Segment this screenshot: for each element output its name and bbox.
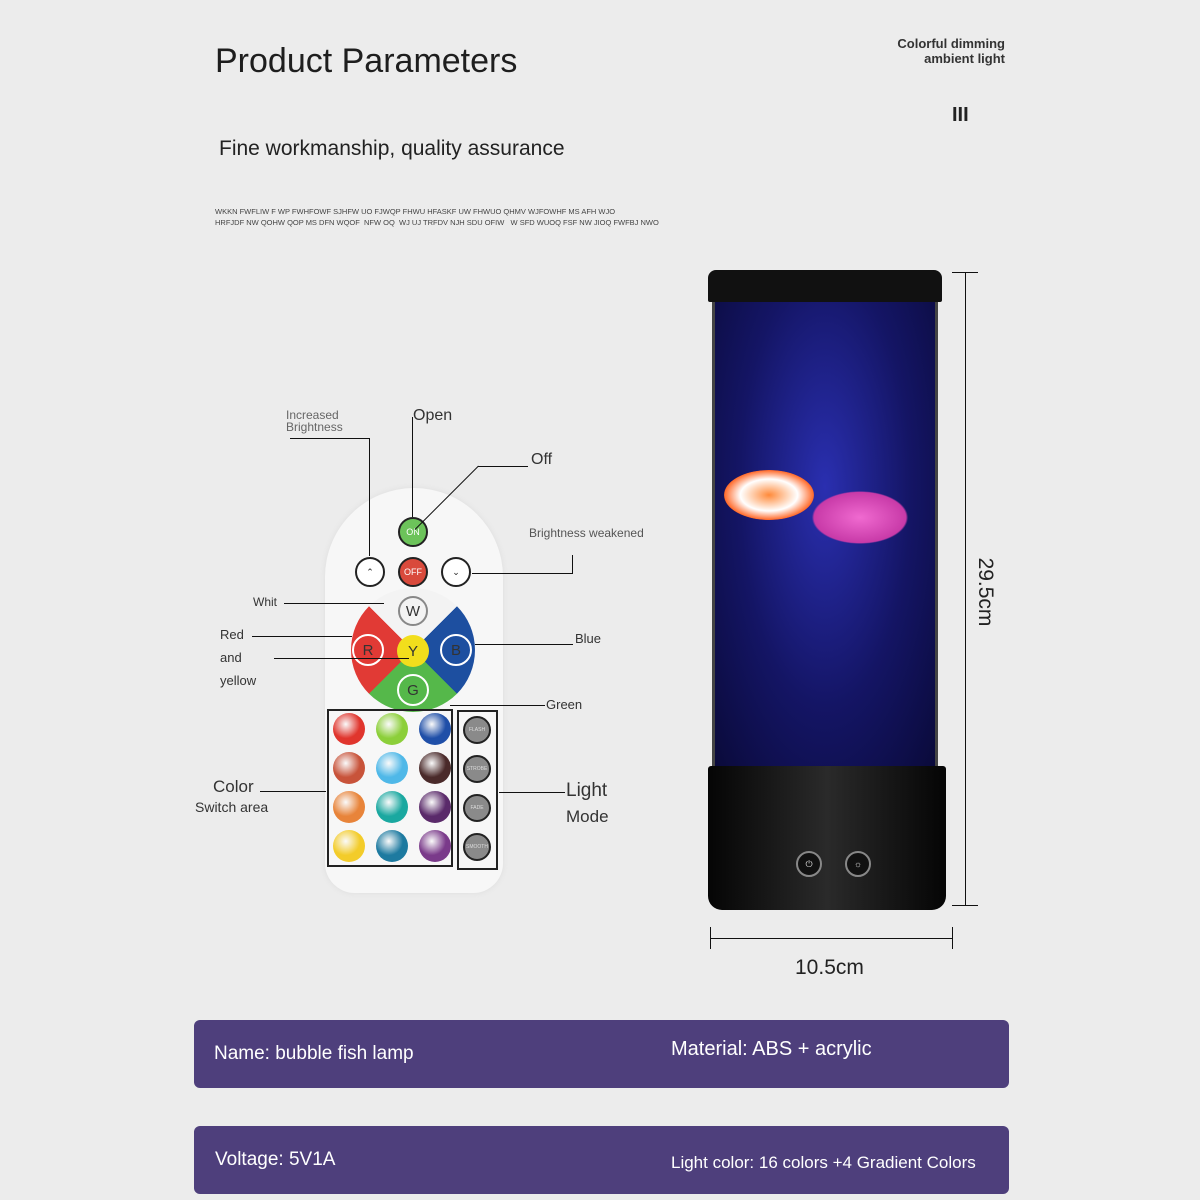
filler-text: WKKN FWFLIW F WP FWHFOWF SJHFW UO FJWQP … bbox=[215, 207, 659, 227]
tag-mark: III bbox=[952, 104, 969, 126]
color-swatch-button[interactable] bbox=[419, 752, 451, 784]
width-dimension-line bbox=[710, 938, 952, 939]
green-button[interactable]: G bbox=[397, 674, 429, 706]
color-swatch-button[interactable] bbox=[376, 791, 408, 823]
callout-line bbox=[499, 792, 565, 793]
dimension-tick bbox=[710, 927, 711, 949]
color-swatch-button[interactable] bbox=[376, 830, 408, 862]
w-label: W bbox=[405, 602, 421, 620]
color-swatch-button[interactable] bbox=[376, 752, 408, 784]
brightness-down-button[interactable]: ⌄ bbox=[441, 557, 471, 587]
spec-banner: Voltage: 5V1A Light color: 16 colors +4 … bbox=[194, 1126, 1009, 1194]
subtitle: Fine workmanship, quality assurance bbox=[219, 137, 565, 160]
label-white: Whit bbox=[253, 595, 277, 609]
mode-button-flash[interactable]: FLASH bbox=[463, 716, 491, 744]
lamp-base bbox=[708, 766, 946, 910]
spec-voltage: Voltage: 5V1A bbox=[215, 1149, 336, 1170]
label-color: Color bbox=[213, 777, 254, 796]
spec-banner: Name: bubble fish lamp Material: ABS + a… bbox=[194, 1020, 1009, 1088]
label-light: Light bbox=[566, 780, 608, 801]
mode-button-strobe[interactable]: STROBE bbox=[463, 755, 491, 783]
callout-line bbox=[274, 658, 409, 659]
dimension-tick bbox=[952, 927, 953, 949]
light-icon[interactable]: ☼ bbox=[845, 851, 871, 877]
callout-line bbox=[478, 466, 528, 467]
white-button[interactable]: W bbox=[398, 596, 428, 626]
dimension-tick bbox=[952, 272, 978, 273]
callout-line bbox=[369, 438, 370, 556]
label-and: and bbox=[220, 650, 242, 665]
width-label: 10.5cm bbox=[795, 956, 864, 979]
callout-line bbox=[260, 791, 326, 792]
callout-line bbox=[450, 705, 545, 706]
clownfish bbox=[724, 470, 814, 520]
color-swatch-button[interactable] bbox=[419, 791, 451, 823]
color-swatch-button[interactable] bbox=[333, 752, 365, 784]
callout-line bbox=[572, 555, 573, 574]
brightness-up-button[interactable]: ⌃ bbox=[355, 557, 385, 587]
label-blue: Blue bbox=[575, 631, 602, 646]
color-switch-area bbox=[327, 709, 453, 867]
mode-button-smooth[interactable]: SMOOTH bbox=[463, 833, 491, 861]
blue-button[interactable]: B bbox=[440, 634, 472, 666]
spec-light-color: Light color: 16 colors +4 Gradient Color… bbox=[671, 1153, 976, 1172]
power-icon[interactable]: ⏻ bbox=[796, 851, 822, 877]
color-swatch-button[interactable] bbox=[419, 713, 451, 745]
color-swatch-button[interactable] bbox=[419, 830, 451, 862]
label-increase: Increased Brightness bbox=[286, 408, 343, 434]
label-off: Off bbox=[531, 451, 553, 468]
label-yellow: yellow bbox=[220, 673, 257, 688]
g-label: G bbox=[407, 681, 419, 699]
label-mode: Mode bbox=[566, 807, 609, 826]
on-label: ON bbox=[406, 527, 420, 537]
callout-line bbox=[472, 573, 572, 574]
light-mode-area bbox=[457, 710, 498, 870]
color-swatch-button[interactable] bbox=[333, 713, 365, 745]
height-dimension-line bbox=[965, 272, 966, 906]
label-green: Green bbox=[546, 697, 583, 712]
callout-line bbox=[290, 438, 370, 439]
callout-line bbox=[412, 417, 413, 517]
color-swatch-button[interactable] bbox=[333, 791, 365, 823]
callout-line bbox=[475, 644, 573, 645]
b-label: B bbox=[450, 641, 461, 659]
height-label: 29.5cm bbox=[974, 557, 997, 627]
label-open: Open bbox=[413, 407, 453, 424]
page-title: Product Parameters bbox=[215, 42, 518, 80]
red-button[interactable]: R bbox=[352, 634, 384, 666]
lamp-cap bbox=[708, 270, 942, 302]
spec-material: Material: ABS + acrylic bbox=[671, 1038, 872, 1060]
off-button[interactable]: OFF bbox=[398, 557, 428, 587]
color-swatch-button[interactable] bbox=[376, 713, 408, 745]
y-label: Y bbox=[407, 642, 418, 660]
yellow-button[interactable]: Y bbox=[397, 635, 429, 667]
callout-line bbox=[252, 636, 352, 637]
pink-fish bbox=[810, 490, 910, 545]
label-decrease: Brightness weakened bbox=[529, 526, 644, 540]
label-red: Red bbox=[220, 627, 244, 642]
spec-name: Name: bubble fish lamp bbox=[214, 1043, 414, 1064]
off-label: OFF bbox=[404, 567, 422, 577]
r-label: R bbox=[362, 641, 374, 659]
color-swatch-button[interactable] bbox=[333, 830, 365, 862]
feature-tag: Colorful dimming ambient light bbox=[897, 36, 1005, 66]
callout-line bbox=[284, 603, 384, 604]
mode-button-fade[interactable]: FADE bbox=[463, 794, 491, 822]
dimension-tick bbox=[952, 905, 978, 906]
label-switch-area: Switch area bbox=[195, 799, 269, 815]
